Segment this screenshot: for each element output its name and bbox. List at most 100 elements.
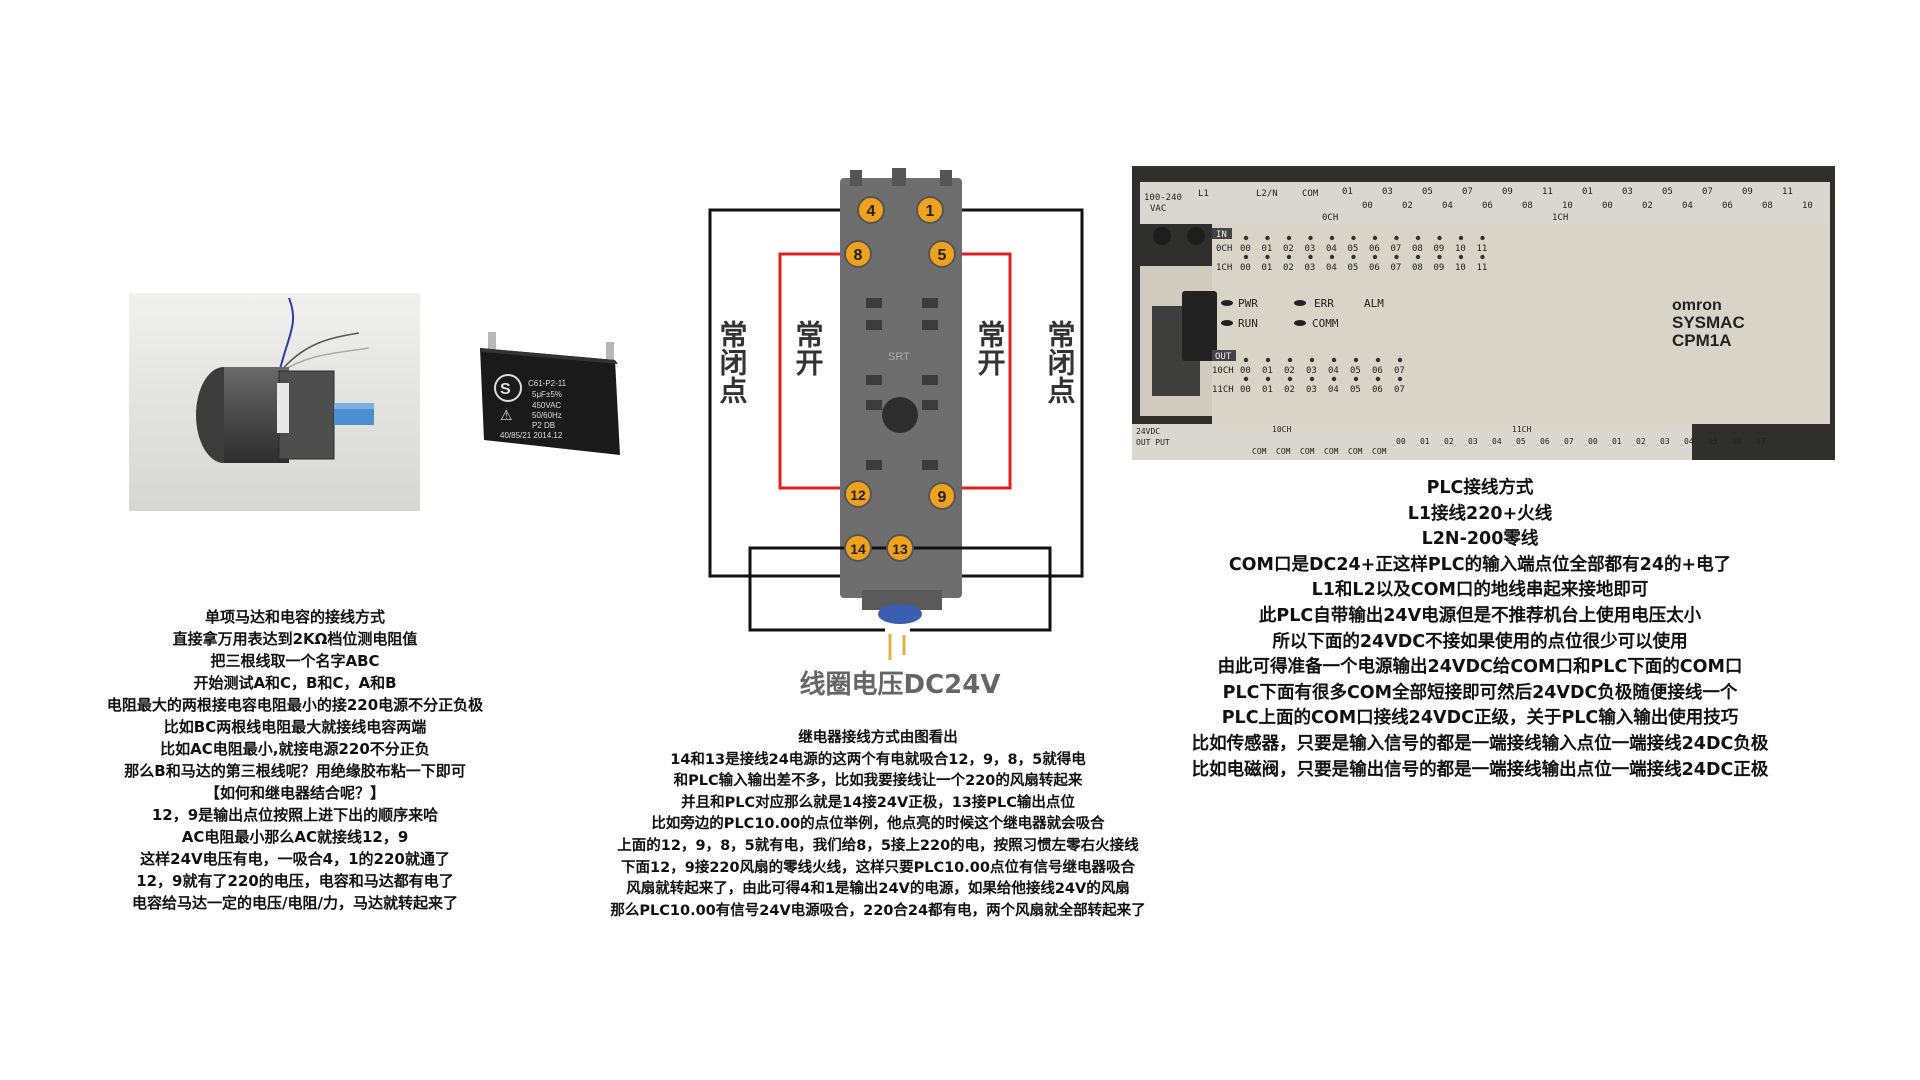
- svg-text:S: S: [500, 381, 511, 398]
- svg-text:06: 06: [1482, 201, 1493, 211]
- capacitor-photo: S C61-P2-11 5μF±5% 450VAC 50/60Hz P2 DB …: [470, 320, 630, 472]
- label-no-right: 常开: [974, 320, 1007, 377]
- plc-in-label: IN: [1216, 230, 1227, 240]
- plc-bottom-label: 05: [1516, 437, 1526, 446]
- plc-point-label: 05: [1348, 244, 1359, 254]
- plc-point-label: 11: [1477, 244, 1488, 254]
- plc-bottom-label: 02: [1636, 437, 1646, 446]
- plc-led-dot: [1308, 254, 1313, 260]
- plc-led-dot: [1309, 357, 1315, 363]
- plc-point-label: 00: [1240, 385, 1251, 395]
- plc-point-label: 04: [1326, 244, 1337, 254]
- motor_section-line: 单项马达和电容的接线方式: [204, 608, 385, 626]
- plc-led-dot: [1331, 376, 1337, 382]
- plc-led-err: ERR: [1314, 297, 1334, 310]
- plc-bottom-label: COM: [1372, 447, 1387, 456]
- plc-led-dot: [1394, 235, 1399, 241]
- svg-text:10: 10: [1562, 201, 1573, 211]
- svg-text:07: 07: [1462, 187, 1473, 197]
- plc-point-label: 10: [1455, 263, 1466, 273]
- plc_section-line: L2N-200零线: [1421, 529, 1539, 550]
- relay_section-line: 继电器接线方式由图看出: [798, 730, 958, 746]
- motor_section-line: 把三根线取一个名字ABC: [210, 652, 380, 670]
- plc-led-alm: ALM: [1364, 297, 1384, 310]
- plc-point-label: 02: [1284, 385, 1295, 395]
- plc-top-l2n: L2/N: [1256, 189, 1278, 199]
- plc_section-line: L1接线220+火线: [1407, 503, 1553, 524]
- plc-bottom-label: COM: [1276, 447, 1291, 456]
- plc-bottom-label: 04: [1492, 437, 1502, 446]
- plc_section-line: COM口是DC24+正这样PLC的输入端点位全部都有24的+电了: [1228, 554, 1732, 575]
- svg-text:0CH: 0CH: [1322, 213, 1338, 223]
- svg-text:06: 06: [1722, 201, 1733, 211]
- plc-bottom-label: 05: [1708, 437, 1718, 446]
- plc-point-label: 09: [1434, 244, 1445, 254]
- motor-photo: [129, 293, 420, 511]
- plc-point-label: 00: [1240, 366, 1251, 376]
- plc-bottom-label: 00: [1588, 437, 1598, 446]
- plc-bottom-output: OUT PUT: [1136, 438, 1170, 447]
- plc-led-dot: [1286, 235, 1292, 241]
- plc-point-label: 02: [1284, 366, 1295, 376]
- relay_section-line: 和PLC输入输出差不多，比如我要接线让一个220的风扇转起来: [673, 773, 1083, 790]
- plc-led-dot: [1265, 376, 1271, 382]
- plc-bottom-label: COM: [1252, 447, 1267, 456]
- plc-point-label: 07: [1391, 263, 1402, 273]
- plc-bottom-label: 06: [1732, 437, 1742, 446]
- plc-led-dot: [1309, 376, 1315, 382]
- plc-led-dot: [1353, 357, 1359, 363]
- plc_section-line: PLC上面的COM口接线24VDC正级，关于PLC输入输出使用技巧: [1221, 708, 1739, 729]
- plc-point-label: 01: [1262, 366, 1273, 376]
- cap-label-0: C61-P2-11: [528, 379, 567, 388]
- plc-led-dot: [1480, 254, 1485, 260]
- plc-led-dot: [1480, 235, 1485, 241]
- plc-led-dot: [1458, 235, 1464, 241]
- plc-led-dot: [1243, 254, 1249, 260]
- plc-bottom-label: COM: [1300, 447, 1315, 456]
- plc_section-line: PLC接线方式: [1426, 478, 1534, 498]
- plc-led-comm: COMM: [1312, 317, 1339, 330]
- plc-point-label: 02: [1283, 244, 1294, 254]
- svg-text:11: 11: [1782, 187, 1793, 197]
- svg-text:01: 01: [1582, 187, 1593, 197]
- plc-led-pwr: PWR: [1238, 297, 1258, 310]
- plc-top-com: COM: [1302, 189, 1319, 199]
- motor_section-line: 12，9是输出点位按照上进下出的顺序来哈: [151, 806, 439, 824]
- plc-point-label: 11: [1477, 263, 1488, 273]
- svg-text:⚠: ⚠: [500, 407, 513, 423]
- plc-point-label: 01: [1262, 385, 1273, 395]
- plc-point-label: 05: [1348, 263, 1359, 273]
- plc-led-dot: [1397, 376, 1403, 382]
- plc-point-label: 05: [1350, 366, 1361, 376]
- svg-text:01: 01: [1342, 187, 1353, 197]
- plc-point-label: 07: [1394, 385, 1405, 395]
- plc-point-label: 10: [1455, 244, 1466, 254]
- plc-led-dot: [1437, 235, 1442, 241]
- motor_section-line: 电容给马达一定的电压/电阻/力，马达就转起来了: [132, 894, 458, 912]
- pin-5: 5: [928, 240, 956, 268]
- plc-wiring-text: PLC接线方式 L1接线220+火线 L2N-200零线 COM口是DC24+正这样P…: [1160, 476, 1800, 783]
- motor_section-line: 比如BC两根线电阻最大就接线电容两端: [163, 718, 427, 736]
- plc-point-label: 01: [1262, 244, 1273, 254]
- svg-text:00: 00: [1362, 201, 1373, 211]
- label-coil: 线圈电压DC24V: [800, 670, 1001, 700]
- cap-label-2: 450VAC: [532, 401, 561, 410]
- plc-led-dot: [1351, 254, 1356, 260]
- plc-point-label: 03: [1305, 263, 1316, 273]
- plc-led-dot: [1308, 235, 1313, 241]
- cap-label-1: 5μF±5%: [532, 390, 562, 399]
- plc-led-dot: [1375, 376, 1381, 382]
- plc-led-dot: [1394, 254, 1399, 260]
- relay_section-line: 风扇就转起来了，由此可得4和1是输出24V的电源，如果给他接线24V的风扇: [626, 881, 1130, 898]
- plc-point-label: 03: [1305, 244, 1316, 254]
- plc-point-label: 05: [1350, 385, 1361, 395]
- plc-row-10ch: 10CH: [1212, 366, 1234, 376]
- plc-bottom-24vdc: 24VDC: [1136, 427, 1160, 436]
- svg-text:02: 02: [1402, 201, 1413, 211]
- svg-text:02: 02: [1642, 201, 1653, 211]
- plc-top-vac: VAC: [1150, 204, 1166, 214]
- motor_section-line: 直接拿万用表达到2KΩ档位测电阻值: [172, 630, 418, 648]
- svg-text:11: 11: [1542, 187, 1553, 197]
- svg-text:10: 10: [1802, 201, 1813, 211]
- plc-led-dot: [1329, 254, 1335, 260]
